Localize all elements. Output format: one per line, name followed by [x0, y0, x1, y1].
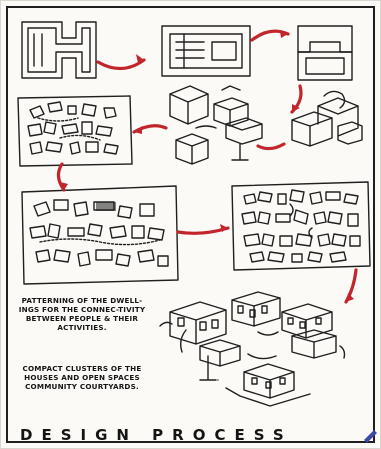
caption-patterning: PATTERNING OF THE DWELL-INGS FOR THE CON… [18, 296, 146, 332]
plan-outline-1 [22, 22, 96, 78]
plan-outline-2 [162, 26, 250, 76]
plan-outline-3 [298, 26, 352, 80]
arrow-6 [178, 228, 228, 233]
site-plan-3 [232, 182, 370, 270]
arrow-1 [98, 60, 144, 69]
caption-clusters: COMPACT CLUSTERS OF THE HOUSES AND OPEN … [18, 364, 146, 391]
aerial-perspective [160, 292, 345, 406]
massing-sketch-1 [170, 86, 262, 164]
arrow-heads [60, 30, 354, 302]
process-arrows [58, 31, 356, 302]
massing-sketch-2 [292, 91, 362, 146]
site-plan-1 [18, 96, 132, 166]
arrow-8 [258, 144, 284, 149]
site-plan-2 [22, 186, 178, 284]
sheet-title: DESIGN PROCESS [20, 426, 370, 444]
